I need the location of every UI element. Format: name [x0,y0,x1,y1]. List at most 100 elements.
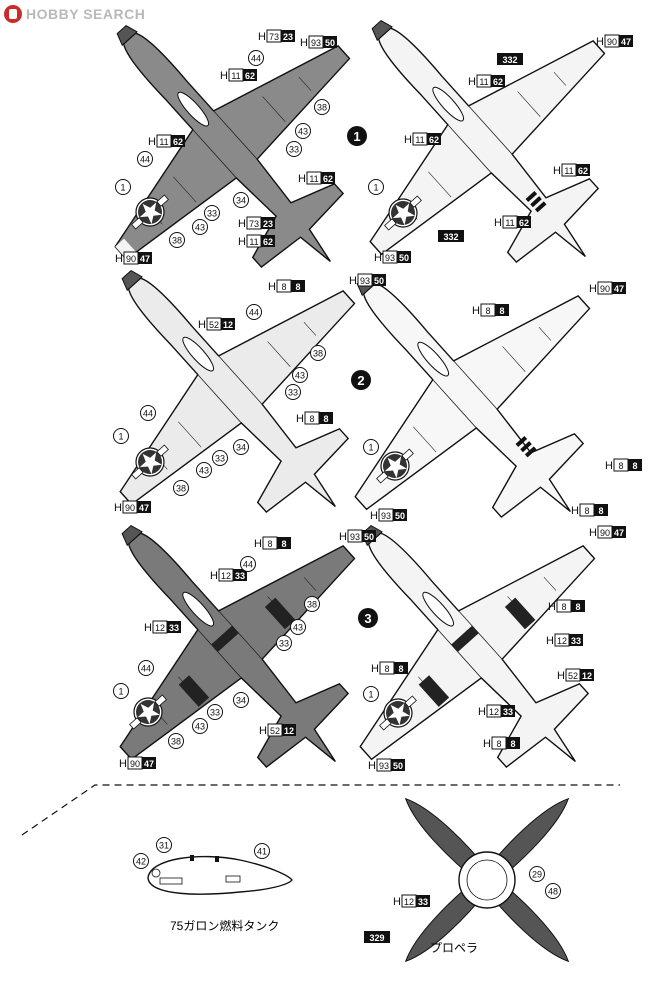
callout-number: 33 [207,209,217,219]
decal-callout-1u: 332 [497,53,523,65]
decal-callout-p48: 48 [545,883,561,899]
callout-sheet-letter: H [557,670,565,682]
callout-sheet-number: 12 [221,571,231,581]
decal-callout-3m: 43 [192,718,208,734]
callout-sheet-number: 11 [505,218,514,228]
callout-sheet-number: 52 [568,671,578,681]
drop-tank [147,855,293,895]
callout-decal-number: 8 [575,602,580,612]
callout-number: 38 [307,600,317,610]
callout-number: 43 [195,722,205,732]
callout-decal-number: 62 [493,77,503,87]
drop-tank-caption: 75ガロン燃料タンク [170,918,279,933]
callout-decal-number: 47 [139,503,149,513]
callout-sheet-letter: H [298,173,306,185]
decal-callout-1i: 33 [286,141,302,157]
decal-callout-1n: 33 [204,205,220,221]
callout-sheet-letter: H [296,413,304,425]
decal-callout-1q: 38 [169,232,185,248]
callout-number: 44 [243,560,253,570]
decal-callout-1l: 1 [115,179,131,195]
callout-sheet-number: 8 [267,539,272,549]
callout-number: 1 [368,690,373,700]
callout-decal-number: 62 [263,237,273,247]
callout-sheet-letter: H [404,134,412,146]
callout-sheet-letter: H [254,538,262,550]
callout-number: 42 [136,857,146,867]
callout-number: 43 [295,371,305,381]
callout-sheet-number: 93 [379,761,389,771]
decal-callout-p329: 329 [364,931,390,943]
callout-decal-number: 12 [582,671,592,681]
callout-sheet-number: 52 [270,726,280,736]
callout-number: 332 [502,55,517,65]
callout-number: 41 [257,847,267,857]
callout-sheet-number: 8 [561,602,566,612]
callout-sheet-number: 52 [209,320,219,330]
invasion-stripes-1 [525,190,547,213]
decal-callout-2j: 1 [113,428,129,444]
callout-number: 44 [249,308,259,318]
callout-number: 44 [141,664,151,674]
callout-sheet-number: 11 [309,174,318,184]
callout-decal-number: 50 [395,511,405,521]
callout-number: 43 [195,223,205,233]
callout-sheet-letter: H [238,236,246,248]
callout-sheet-letter: H [371,663,379,675]
callout-sheet-number: 11 [249,237,258,247]
decal-callout-2d: 44 [246,304,262,320]
callout-decal-number: 50 [399,253,409,263]
decal-callout-3h: 33 [276,635,292,651]
callout-number: 33 [279,639,289,649]
decal-callout-3e: 38 [304,596,320,612]
decal-callout-3v: 1 [363,686,379,702]
callout-number: 43 [293,623,303,633]
callout-sheet-letter: H [300,37,308,49]
callout-number: 38 [317,103,327,113]
callout-decal-number: 50 [325,38,335,48]
callout-sheet-number: 8 [384,664,389,674]
callout-sheet-number: 73 [269,32,279,42]
callout-sheet-number: 8 [485,306,490,316]
decal-callout-1g: 43 [295,123,311,139]
callout-decal-number: 33 [503,707,513,717]
callout-decal-number: 33 [169,623,179,633]
callout-sheet-number: 11 [159,137,168,147]
callout-number: 1 [120,183,125,193]
decal-callout-1j: 44 [137,151,153,167]
decal-callout-2n: 38 [173,480,189,496]
callout-sheet-letter: H [571,505,579,517]
decal-callout-1f: 38 [314,99,330,115]
callout-number: 33 [289,145,299,155]
callout-decal-number: 12 [223,320,233,330]
decal-callout-t42: 42 [133,853,149,869]
callout-decal-number: 8 [323,414,328,424]
callout-sheet-number: 90 [600,284,610,294]
callout-decal-number: 50 [364,532,374,542]
propeller [404,797,570,963]
callout-decal-number: 62 [429,135,439,145]
callout-number: 38 [313,349,323,359]
decal-callout-3l: 33 [207,704,223,720]
callout-number: 33 [210,708,220,718]
callout-sheet-letter: H [589,527,597,539]
callout-decal-number: 23 [283,32,293,42]
callout-sheet-number: 11 [415,135,424,145]
callout-decal-number: 47 [140,254,150,264]
callout-number: 44 [251,54,261,64]
callout-sheet-number: 11 [564,166,573,176]
decal-callout-2r: 1 [363,439,379,455]
decal-callout-2e: 38 [310,345,326,361]
callout-sheet-letter: H [546,635,554,647]
callout-sheet-number: 73 [249,219,259,229]
callout-number: 38 [172,236,182,246]
